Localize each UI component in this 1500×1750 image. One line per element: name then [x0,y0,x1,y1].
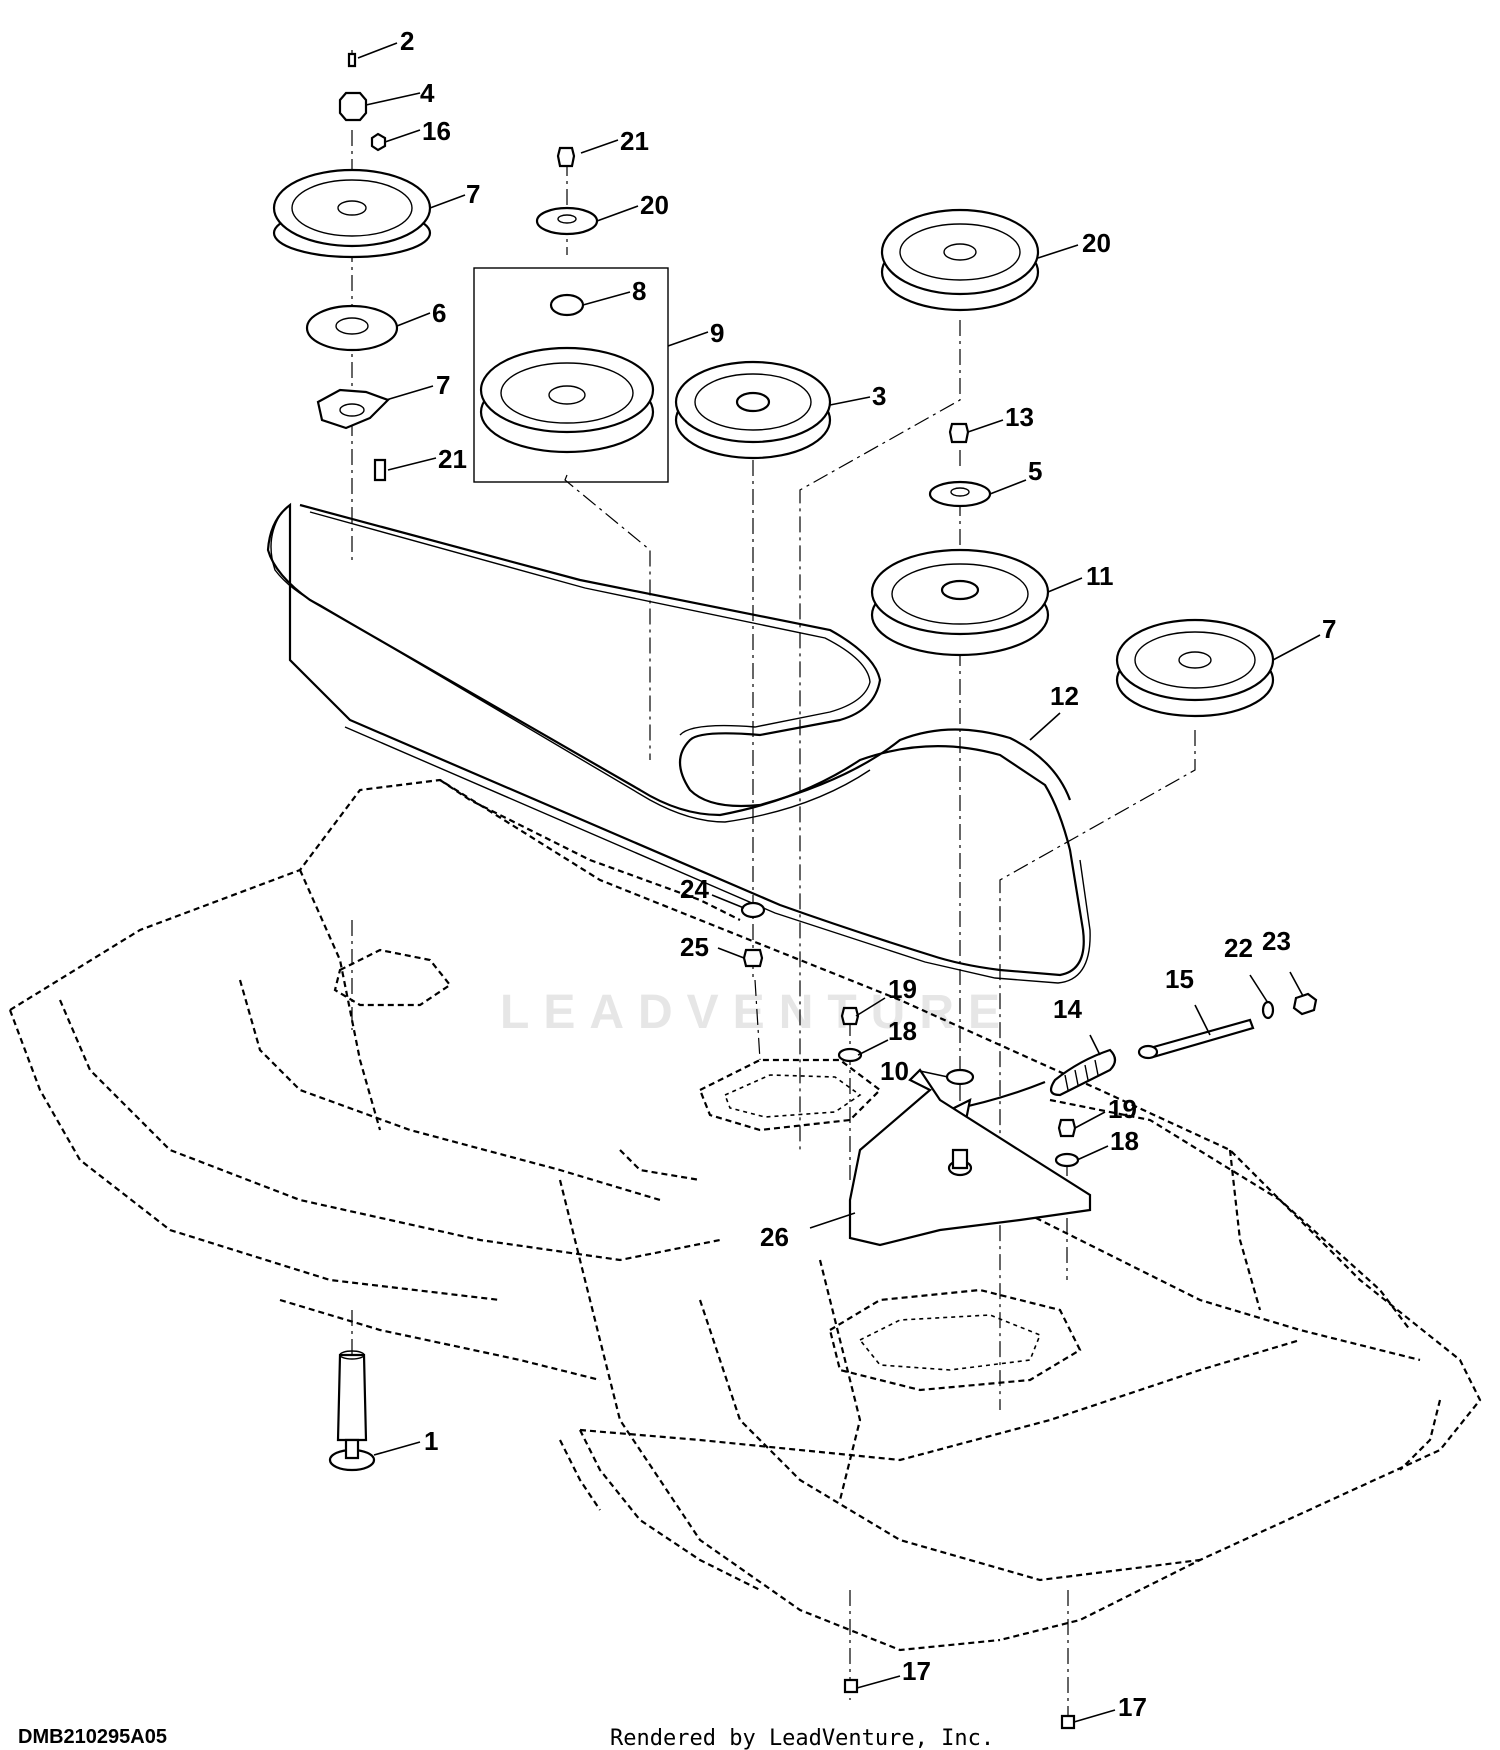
idler-arm-part [848,1068,1092,1247]
spindle-hub-part [316,388,390,430]
callout-16: 16 [422,116,451,146]
mower-deck-frame [8,778,1482,1652]
bolt-17b-part [1060,1714,1076,1730]
flat-idler-pulley [674,360,832,460]
watermark-text: LEADVENTURE [500,986,1014,1039]
idler-assembly-box [473,267,669,483]
callout-24: 24 [680,874,709,904]
callout-7: 7 [436,370,450,400]
callout-13: 13 [1005,402,1034,432]
idler-pulley-part [479,346,655,434]
callout-3: 3 [872,381,886,411]
callout-9: 9 [710,318,724,348]
spindle-shaft-assembly [328,1350,376,1472]
washer-10-part [945,1068,975,1086]
callout-17: 17 [902,1656,931,1686]
callout-6: 6 [432,298,446,328]
callout-18: 18 [1110,1126,1139,1156]
callout-1: 1 [424,1426,438,1456]
center-lines [351,50,1196,1720]
callout-15: 15 [1165,964,1194,994]
callout-19: 19 [1108,1094,1137,1124]
callout-21: 21 [438,444,467,474]
render-credit: Rendered by LeadVenture, Inc. [610,1726,994,1750]
nut-19b-part [1057,1118,1077,1138]
deck-belt [266,502,1091,984]
callout-5: 5 [1028,456,1042,486]
callout-20: 20 [1082,228,1111,258]
bolt-17-part [843,1678,859,1694]
callout-20: 20 [640,190,669,220]
idler-arm-hardware [740,901,1318,1247]
nut-23-part [1292,992,1318,1016]
diagram-code: DMB210295A05 [18,1726,167,1748]
bearing-part [549,293,585,317]
spindle-shaft-part [336,1353,368,1442]
hex-nut-part [338,91,368,122]
callout-14: 14 [1053,994,1082,1024]
callout-21: 21 [620,126,649,156]
callout-12: 12 [1050,681,1079,711]
callout-4: 4 [420,78,435,108]
callout-10: 10 [880,1056,909,1086]
callout-7: 7 [1322,614,1336,644]
washer-18-part [837,1047,863,1063]
washer-part [928,480,992,508]
callout-7: 7 [466,179,480,209]
spindle-plate-part [305,304,399,352]
callout-23: 23 [1262,926,1291,956]
callout-22: 22 [1224,933,1253,963]
washer-part [535,206,599,236]
callout-8: 8 [632,276,646,306]
right-top-pulley [880,208,1040,312]
hub-bolt-part [373,458,387,482]
callout-2: 2 [400,26,414,56]
grease-fitting-part [347,52,357,68]
callout-19: 19 [888,974,917,1004]
right-top-pulley-part [880,208,1040,296]
cap-screw-part [948,422,970,444]
spindle-pulley-part [272,168,432,248]
leader-lines [357,42,1321,1723]
washer-22-part [1261,1000,1275,1020]
nut-19-part [840,1006,860,1026]
footer: DMB210295A05 Rendered by LeadVenture, In… [18,1726,994,1750]
washer-18b-part [1054,1152,1080,1168]
callout-18: 18 [888,1016,917,1046]
small-nut-part [370,132,387,152]
idler-assembly [473,146,669,483]
deck-bolts [843,1678,1076,1730]
callout-26: 26 [760,1222,789,1252]
cap-screw-part [556,146,576,168]
callout-17: 17 [1118,1692,1147,1722]
left-spindle-assembly [272,52,432,482]
watermark: LEADVENTURE [500,986,1014,1039]
eyebolt-part [1148,1018,1255,1059]
callout-25: 25 [680,932,709,962]
center-idler-stack [870,422,1050,657]
right-spindle-pulley [1115,618,1275,718]
callout-11: 11 [1086,561,1114,591]
bolt-25-part [742,948,764,968]
washer-24-part [740,901,766,919]
